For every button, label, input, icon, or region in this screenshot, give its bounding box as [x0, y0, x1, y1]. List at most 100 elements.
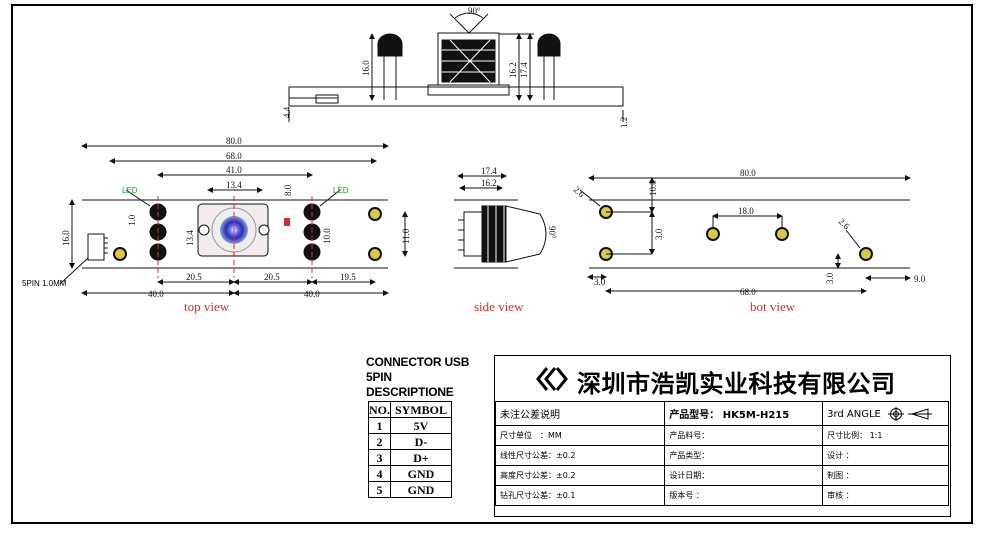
company-header: 深圳市浩凯实业科技有限公司	[495, 356, 949, 402]
dim-top-205b: 20.5	[264, 272, 280, 282]
tb-cell: 钻孔尺寸公差：±0.1	[494, 485, 666, 506]
pin-no: 3	[368, 449, 391, 466]
led-label-left: LED	[122, 186, 138, 195]
pin-no: 4	[368, 465, 391, 482]
table-row: 钻孔尺寸公差：±0.1 版本号 ： 审核 ：	[494, 485, 949, 506]
dim-bot-3r: 3.0	[825, 272, 835, 284]
photo-sensor	[284, 218, 290, 226]
pinout-header-symbol: SYMBOL	[390, 401, 452, 418]
dim-bot-3v: 3.0	[654, 228, 664, 240]
tb-cell: 版本号 ：	[664, 485, 824, 506]
drawing-frame	[11, 4, 973, 524]
dim-front-height-b: 17.4	[519, 62, 529, 78]
pinout-title-line1: CONNECTOR USB	[366, 355, 470, 369]
tb-cell: 尺寸单位 ：MM	[494, 425, 666, 446]
tb-projection-label: 3rd ANGLE	[827, 408, 881, 420]
bot-hole-4	[775, 227, 789, 241]
dim-top-total: 80.0	[226, 136, 242, 146]
dim-top-10: 10.0	[322, 228, 332, 244]
dim-top-40b: 40.0	[304, 289, 320, 299]
pinout-title: CONNECTOR USB 5PIN DESCRIPTIONE	[366, 355, 481, 400]
pin-symbol: GND	[390, 465, 452, 482]
dim-front-height-a: 16.2	[508, 62, 518, 78]
bottom-view	[579, 175, 911, 294]
pin-no: 2	[368, 433, 391, 450]
dim-top-205a: 20.5	[186, 272, 202, 282]
label-side-view: side view	[474, 299, 524, 314]
mount-hole-left	[113, 247, 127, 261]
usb-connector-top	[87, 233, 105, 261]
side-view	[454, 173, 547, 269]
pinout-header-no: NO.	[368, 401, 391, 418]
tb-cell: 设计 ：	[822, 445, 949, 466]
tb-cell: 产品类型：	[664, 445, 824, 466]
table-row: 高度尺寸公差：±0.2 设计日期： 制图 ：	[494, 465, 949, 486]
mount-hole-right-top	[368, 207, 382, 221]
connector-note: 5PIN 1.0MM	[22, 279, 67, 288]
company-name: 深圳市浩凯实业科技有限公司	[577, 370, 896, 398]
dim-bot-18: 18.0	[738, 206, 754, 216]
tb-cell: 设计日期：	[664, 465, 824, 486]
pin-no: 1	[368, 417, 391, 434]
dim-front-led-height: 16.0	[361, 60, 371, 76]
dim-bot-26b: 2.6	[837, 216, 852, 231]
tb-cell: 尺寸比例： 1:1	[822, 425, 949, 446]
pinout-title-line2: 5PIN DESCRIPTIONE	[366, 370, 454, 399]
dim-side-90: 90°	[547, 226, 557, 239]
label-bot-view: bot view	[750, 299, 796, 314]
tb-projection: 3rd ANGLE	[822, 401, 949, 426]
label-top-view: top view	[184, 299, 230, 314]
company-logo-icon	[536, 367, 568, 391]
dim-top-16: 16.0	[61, 230, 71, 246]
tb-cell: 产品料号：	[664, 425, 824, 446]
led-label-right: LED	[333, 186, 349, 195]
bot-hole-5	[859, 247, 873, 261]
title-block-grid: 未注公差说明 产品型号： HK5M-H215 3rd ANGLE 尺寸单位 ：M…	[494, 401, 949, 506]
dim-front-right-offset: 1.2	[619, 117, 629, 128]
bot-hole-3	[706, 227, 720, 241]
pin-symbol: 5V	[390, 417, 452, 434]
pcb-board-edge	[288, 86, 624, 107]
pinout-header: NO. SYMBOL	[368, 401, 452, 418]
dim-top-134: 13.4	[226, 180, 242, 190]
table-row: 未注公差说明 产品型号： HK5M-H215 3rd ANGLE	[494, 401, 949, 426]
side-lens-base	[463, 211, 483, 257]
table-row: 尺寸单位 ：MM 产品料号： 尺寸比例： 1:1	[494, 425, 949, 446]
tb-cell: 制图 ：	[822, 465, 949, 486]
dim-top-41: 41.0	[226, 165, 242, 175]
led-right-front	[537, 33, 561, 57]
tb-cell: 线性尺寸公差：±0.2	[494, 445, 666, 466]
dim-bot-3h: 3.0	[594, 277, 606, 287]
tb-cell: 审核 ：	[822, 485, 949, 506]
dim-side-162: 16.2	[481, 178, 497, 188]
dim-top-11: 11.0	[401, 228, 411, 244]
side-lens-thread	[481, 205, 507, 263]
dim-bot-total: 80.0	[740, 168, 756, 178]
projection-symbol-icon	[888, 406, 933, 421]
pin-no: 5	[368, 481, 391, 498]
tb-cell: 未注公差说明	[494, 401, 666, 426]
table-row: 线性尺寸公差：±0.2 产品类型： 设计 ：	[494, 445, 949, 466]
dim-top-195: 19.5	[340, 272, 356, 282]
dim-side-174: 17.4	[481, 166, 497, 176]
title-block: 深圳市浩凯实业科技有限公司 未注公差说明 产品型号： HK5M-H215 3rd…	[494, 355, 951, 517]
dim-top-8: 8.0	[283, 184, 293, 196]
dim-top-134v: 13.4	[185, 230, 195, 246]
tb-cell: 高度尺寸公差：±0.2	[494, 465, 666, 486]
connector-front	[315, 94, 339, 104]
front-view	[288, 12, 624, 122]
led-left-front	[377, 33, 403, 57]
pin-symbol: D-	[390, 433, 452, 450]
dim-top-68: 68.0	[226, 151, 242, 161]
dim-front-left-offset: 4.4	[282, 106, 292, 118]
dim-top-1: 1.0	[127, 214, 137, 226]
tb-product-model: 产品型号： HK5M-H215	[664, 401, 824, 426]
mount-hole-right-bottom	[368, 247, 382, 261]
